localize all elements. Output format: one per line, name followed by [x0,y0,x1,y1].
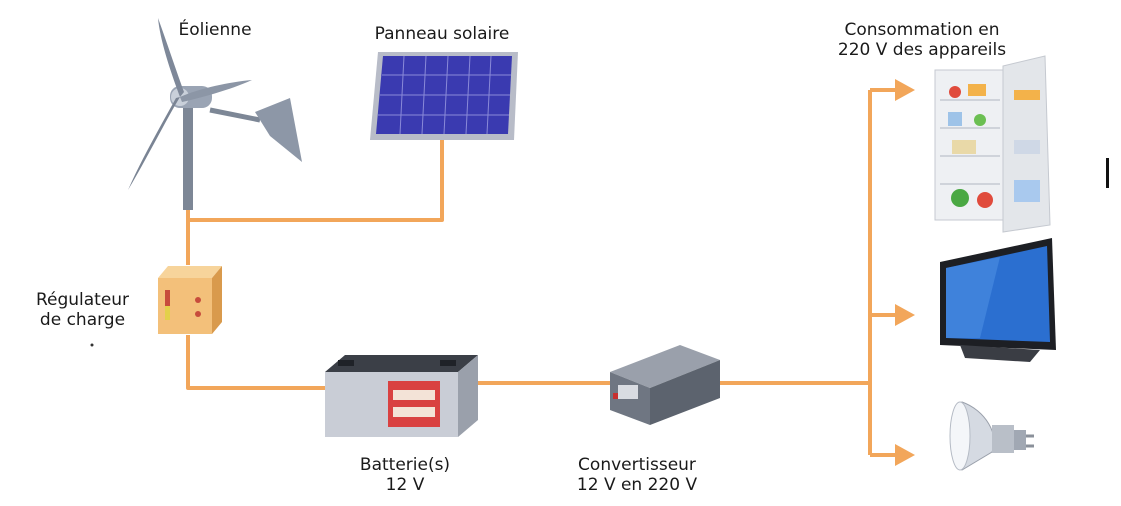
wire-regulator-battery [186,335,330,390]
label-consommation: Consommation en 220 V des appareils [812,20,1032,60]
charge-regulator-icon [158,266,222,334]
wire-panel-junction [188,140,444,222]
battery-icon [325,355,478,437]
label-consommation-line1: Consommation en [844,20,1000,40]
dot-mark [90,343,94,347]
solar-panel-icon [370,52,518,140]
arrow-tv [895,304,915,326]
label-batterie-line2: 12 V [385,475,425,495]
arrow-fridge [895,79,915,101]
label-batterie-line1: Batterie(s) [359,455,451,475]
converter-icon [610,345,720,425]
arrow-bulb [895,444,915,466]
label-eolienne-text: Éolienne [178,20,252,40]
label-panneau-text: Panneau solaire [374,24,510,44]
label-eolienne: Éolienne [150,20,280,40]
label-consommation-line2: 220 V des appareils [837,40,1007,60]
label-convertisseur-line2: 12 V en 220 V [576,475,698,495]
label-convertisseur: Convertisseur 12 V en 220 V [552,455,722,495]
label-batterie: Batterie(s) 12 V [340,455,470,495]
fridge-icon [934,55,1051,233]
wind-turbine-icon [128,18,302,210]
label-panneau-solaire: Panneau solaire [352,24,532,44]
label-regulateur: Régulateur de charge [20,290,145,330]
wires [186,88,898,457]
label-convertisseur-line1: Convertisseur [578,455,696,475]
arrowheads [895,79,915,466]
text-cursor [1106,158,1109,188]
tv-icon [940,238,1056,362]
bulb-icon [949,401,1034,471]
label-regulateur-line1: Régulateur [35,290,130,310]
label-regulateur-line2: de charge [39,310,126,330]
